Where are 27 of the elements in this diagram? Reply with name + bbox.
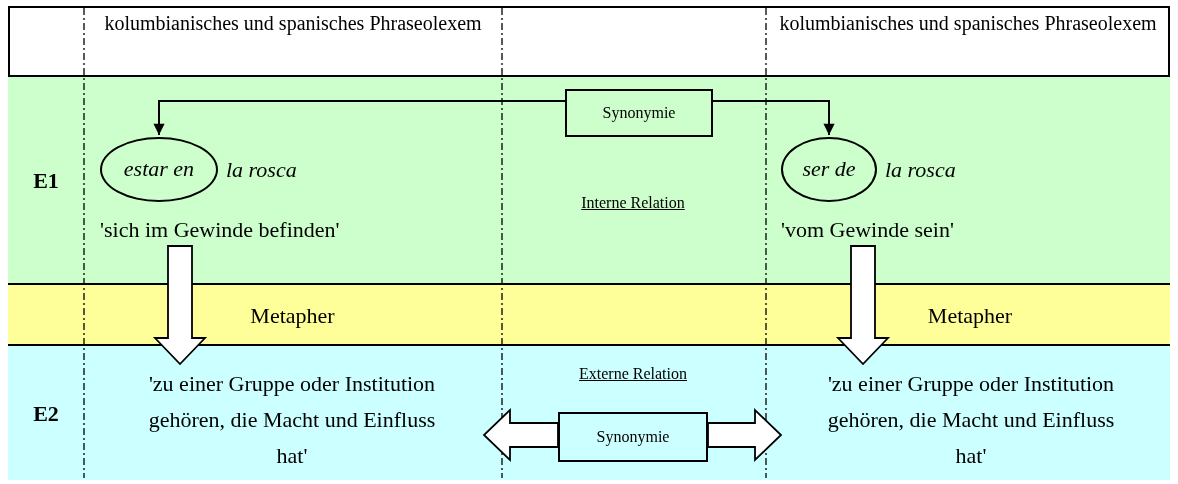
arrow [712, 100, 835, 136]
meaning-text: 'zu einer Gruppe oder Institution gehören, die Macht und Einfluss hat' [826, 370, 1116, 470]
level-band [8, 344, 1170, 480]
block-arrow [835, 245, 891, 366]
phrase-text: la rosca [226, 156, 297, 184]
level-band [8, 75, 1170, 283]
phrase-ellipse: ser de [781, 137, 877, 202]
level-label: E1 [32, 167, 60, 195]
column-header: kolumbianisches und spanisches Phraseolexem [778, 11, 1158, 37]
block-arrow [152, 245, 208, 366]
process-text: Metapher [926, 301, 1014, 330]
phrase-text: la rosca [885, 156, 956, 184]
arrow [153, 100, 566, 136]
meaning-text: 'sich im Gewinde befinden' [100, 216, 340, 244]
phrase-ellipse: estar en [100, 137, 218, 202]
process-text: Metapher [249, 301, 336, 330]
level-label: E2 [32, 400, 60, 428]
relation-box: Synonymie [558, 412, 708, 462]
relation-label: Externe Relation [578, 364, 688, 384]
column-header: kolumbianisches und spanisches Phraseolexem [103, 11, 483, 37]
meaning-text: 'vom Gewinde sein' [781, 216, 954, 244]
block-arrow [482, 407, 559, 463]
level-band [8, 283, 1170, 344]
block-arrow [707, 407, 783, 463]
relation-box: Synonymie [565, 89, 713, 137]
meaning-text: 'zu einer Gruppe oder Institution gehören, die Macht und Einfluss hat' [147, 370, 437, 470]
relation-label: Interne Relation [580, 193, 686, 213]
